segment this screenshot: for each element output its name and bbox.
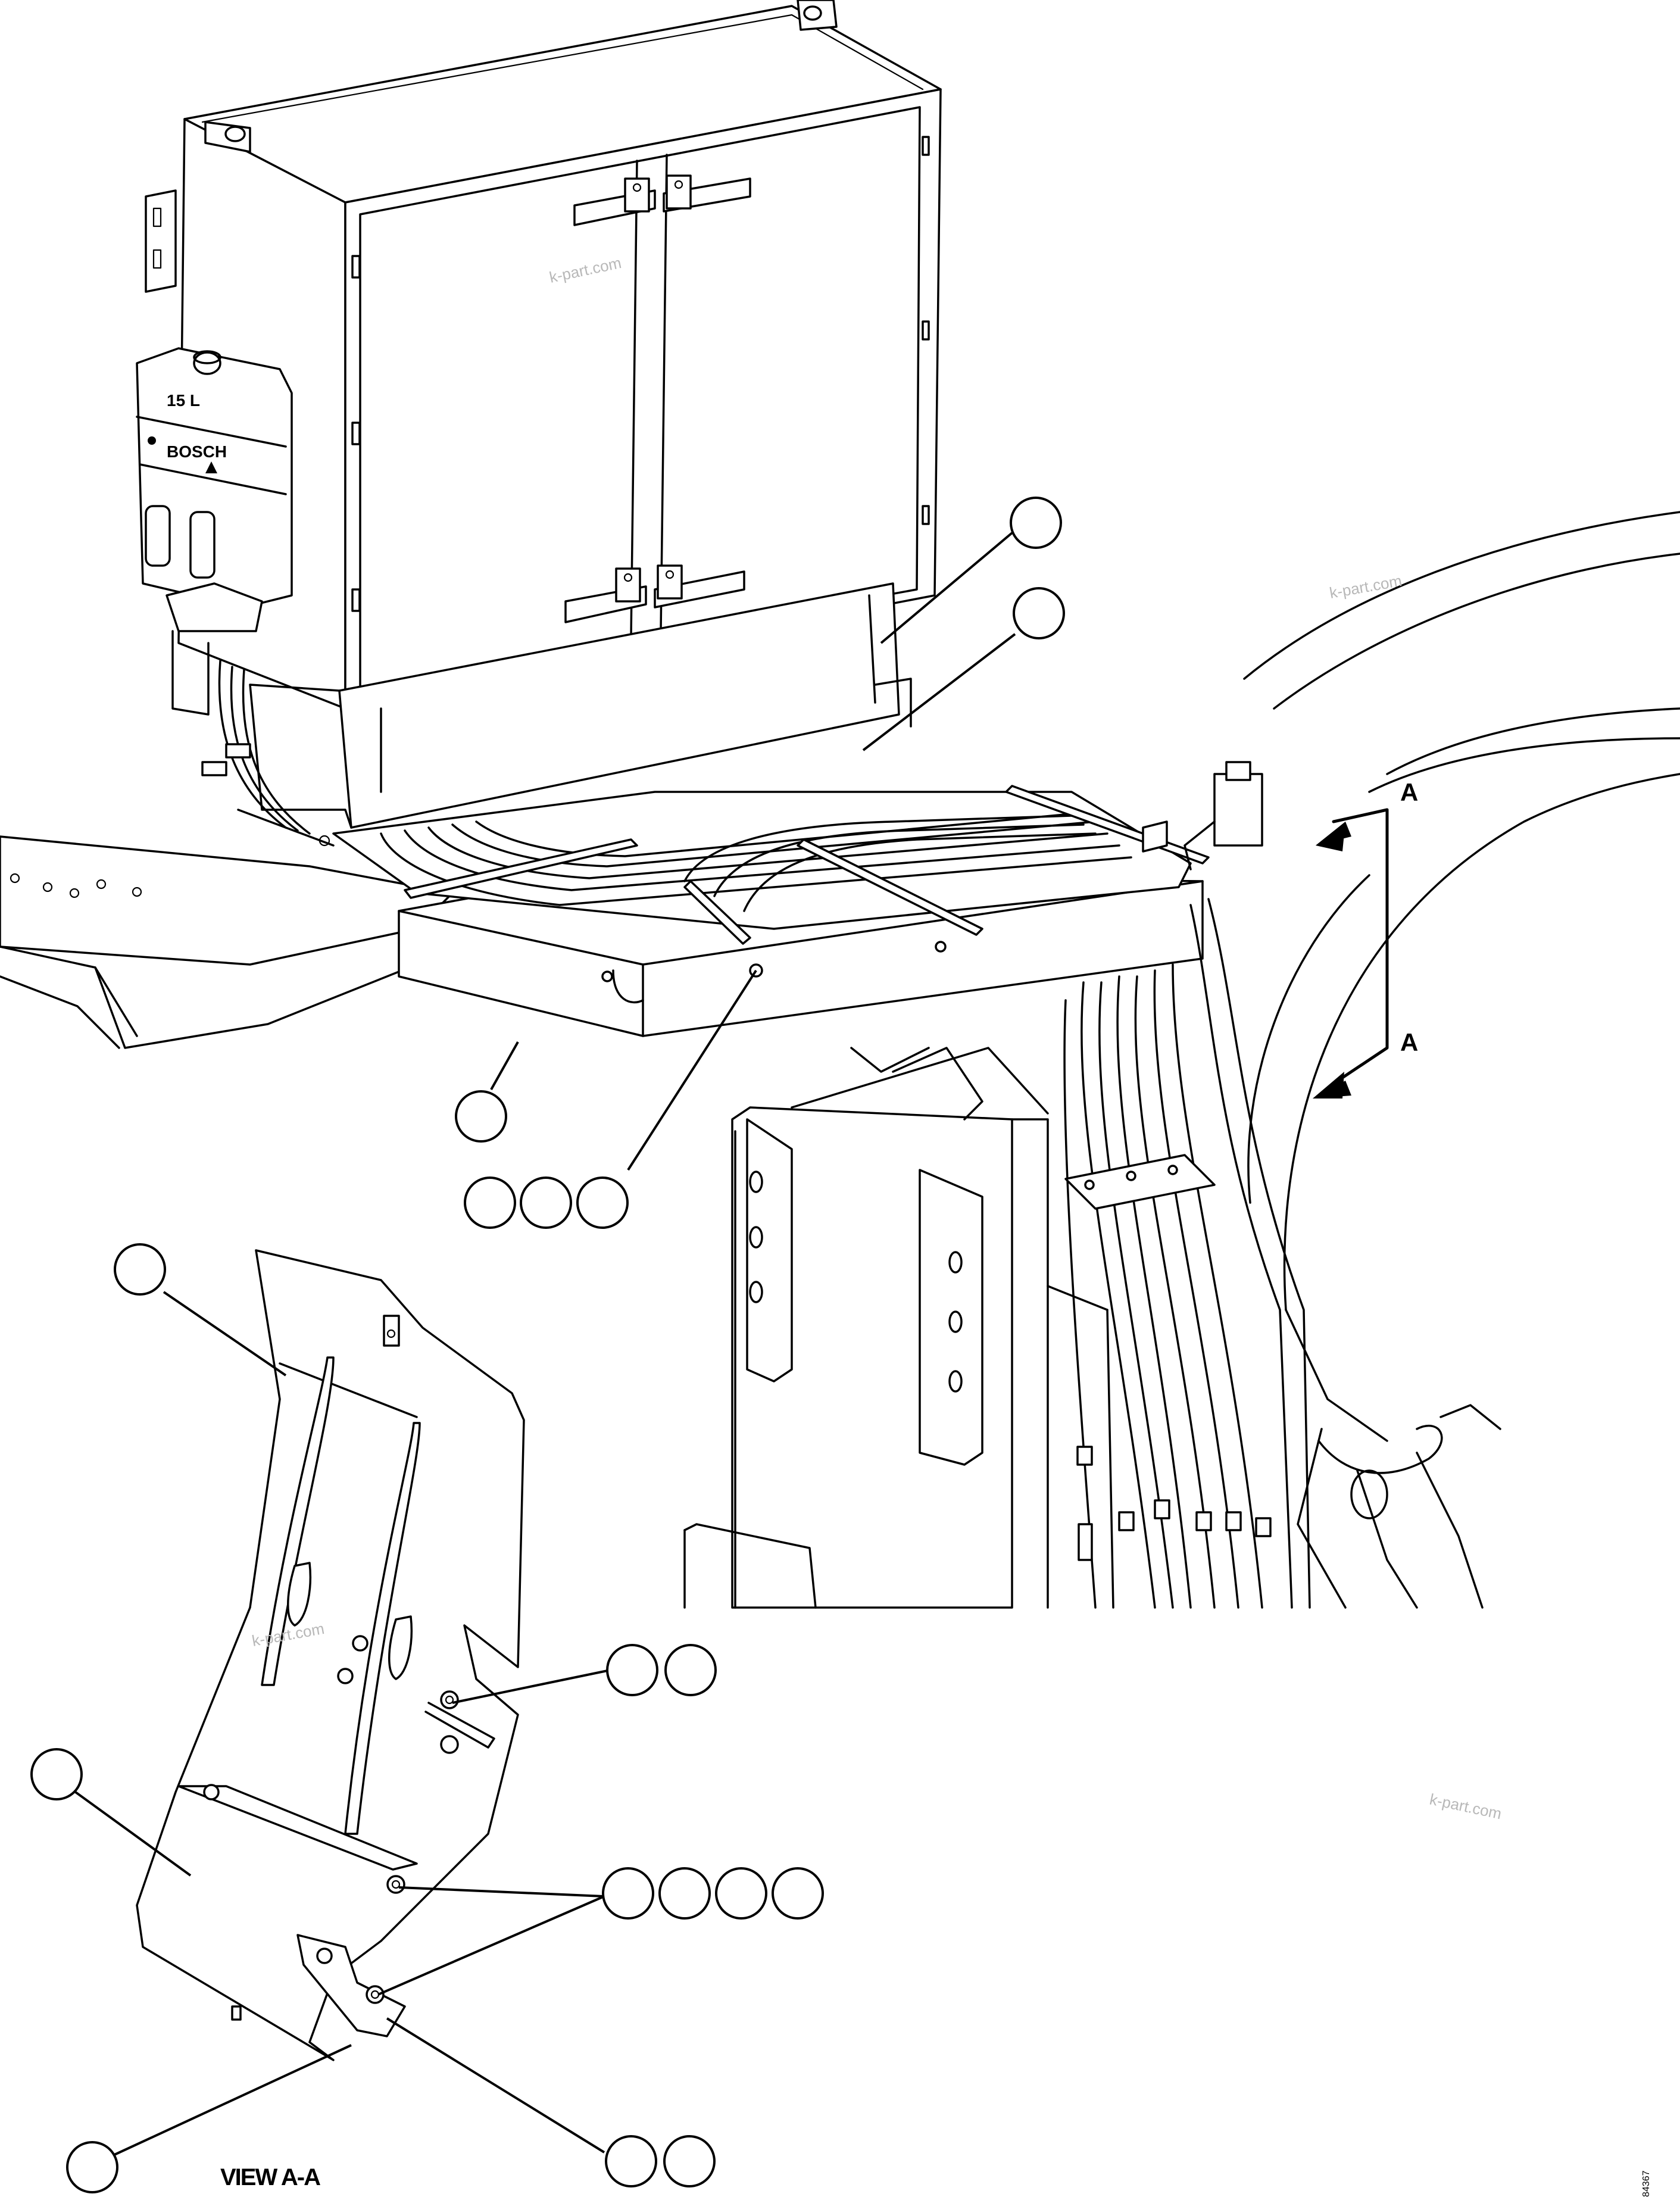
balloon-4c: [576, 1176, 629, 1229]
section-marker: A A: [1313, 778, 1418, 1098]
cable-tray: [332, 785, 1210, 1037]
balloon-8a: [602, 1867, 654, 1920]
section-letter-top: A: [1400, 778, 1418, 806]
mounting-brackets: [683, 1047, 1114, 1609]
view-caption: VIEW A-A: [220, 2164, 320, 2190]
balloon-8b: [658, 1867, 711, 1920]
tank-capacity-label: 15 L: [167, 391, 200, 410]
balloon-7: [30, 1748, 83, 1800]
balloon-9: [66, 2141, 118, 2193]
tank-brand-label: BOSCH: [167, 442, 227, 461]
balloon-10b: [663, 2135, 716, 2187]
watermark-2: k-part.com: [1328, 572, 1403, 602]
balloon-5: [114, 1243, 166, 1296]
leader-lines: [70, 532, 1016, 2157]
section-letter-bottom: A: [1400, 1028, 1418, 1056]
boom-structure: [1243, 511, 1680, 1609]
balloon-8d: [772, 1867, 824, 1920]
drawing-number: 84367: [1641, 2170, 1651, 2197]
balloon-6a: [606, 1644, 658, 1696]
hoses-left: [201, 660, 335, 847]
fluid-tank: 15 L BOSCH: [136, 347, 293, 716]
watermark-4: k-part.com: [1428, 1790, 1503, 1823]
door-latch-top: [573, 174, 751, 226]
callout-balloons: [30, 497, 1065, 2193]
balloon-8c: [715, 1867, 767, 1920]
balloon-6b: [664, 1644, 717, 1696]
door-latch-bottom: [564, 564, 745, 623]
balloon-4b: [520, 1176, 572, 1229]
balloon-2: [1013, 587, 1065, 639]
hose-bundle: [1063, 761, 1311, 1609]
balloon-3: [455, 1090, 507, 1143]
balloon-1: [1010, 497, 1062, 549]
balloon-4a: [464, 1176, 516, 1229]
view-a-a-detail: [136, 1249, 525, 2061]
balloon-10a: [605, 2135, 657, 2187]
